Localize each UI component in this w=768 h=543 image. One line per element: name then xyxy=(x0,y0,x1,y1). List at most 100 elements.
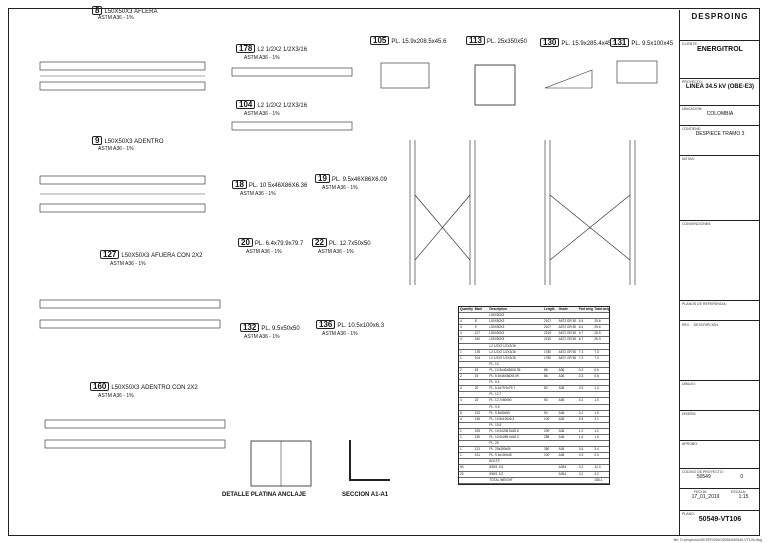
bom-cell: 4.2 xyxy=(594,471,599,476)
bom-cell: 0.2 xyxy=(578,465,584,470)
bom-cell xyxy=(558,459,578,464)
mark-104-drawing xyxy=(231,121,353,131)
bom-cell: 2215 xyxy=(543,331,552,336)
bom-cell: PL. 10.5x100x6.3 xyxy=(489,416,515,421)
bom-cell: A36 xyxy=(558,398,565,403)
mark-127-drawing xyxy=(39,299,221,329)
bom-cell: 18 xyxy=(474,367,479,372)
bom-header: Quantity Mark Description Length Grade P… xyxy=(459,307,609,314)
bom-cell: A572 GR 50 xyxy=(558,319,577,324)
bom-cell: 50 xyxy=(543,398,548,403)
bom-cell xyxy=(578,423,594,428)
bom-cell xyxy=(558,344,578,349)
bom-cell: 80 xyxy=(543,386,548,391)
bom-cell: 50 xyxy=(543,410,548,415)
mark-8-spec: ASTM A36 - 1% xyxy=(98,15,134,21)
bom-cell: A572 GR 50 xyxy=(558,331,577,336)
mark-178-spec: ASTM A36 - 1% xyxy=(244,55,280,61)
bom-cell: 8 xyxy=(474,319,477,324)
bom-cell: PL. 12.7x50x50 xyxy=(489,398,512,403)
bom-cell xyxy=(474,465,489,470)
bom-cell: 4 xyxy=(460,386,462,391)
bom-cell: A36 xyxy=(558,453,565,458)
bom-cell xyxy=(474,472,489,477)
bom-cell: 2 xyxy=(460,374,462,379)
client-row: CLIENTE: ENERGITROL xyxy=(680,40,760,54)
bom-cell: L50X50X3 xyxy=(489,313,505,318)
detalle-platina-title: DETALLE PLATINA ANCLAJE xyxy=(222,492,306,498)
mark-131-drawing xyxy=(616,60,658,84)
bom-cell: 0.3 xyxy=(578,374,584,379)
mark-104-spec: ASTM A36 - 1% xyxy=(244,111,280,117)
design-row: DISEÑO: xyxy=(680,410,760,440)
bom-cell: L2 1/2X2 1/2X3/16 xyxy=(489,349,516,354)
bom-cell: A36 xyxy=(558,447,565,452)
bom-cell: PL. 9.5x46X86X6.09 xyxy=(489,374,519,379)
seccion-title: SECCION A1-A1 xyxy=(342,492,389,498)
bom-cell: 3.4 xyxy=(594,447,599,452)
bom-cell: 12.0 xyxy=(594,465,601,470)
bom-row: PL. 15.9 xyxy=(459,423,609,429)
bom-cell: 209 xyxy=(543,428,550,433)
bom-cell: PL. 6.4 xyxy=(489,380,500,385)
bom-cell xyxy=(474,344,489,349)
bom-cell: 25.6 xyxy=(594,325,601,330)
bom-cell xyxy=(593,441,609,446)
bom-cell: 1780 xyxy=(543,349,552,354)
bom-cell: PL. 10 xyxy=(489,361,499,366)
bom-cell: 25.6 xyxy=(594,319,601,324)
bom-cell: 4 xyxy=(460,331,462,336)
bom-cell xyxy=(543,392,558,397)
bom-cell xyxy=(459,392,474,397)
location-row: UBICACION: COLOMBIA xyxy=(680,105,760,118)
bom-cell: 136 xyxy=(474,416,481,421)
bom-cell: 4 xyxy=(460,416,462,421)
bom-cell xyxy=(578,392,594,397)
bom-cell: 105 xyxy=(474,428,481,433)
bom-cell: PL. 9.5 xyxy=(489,404,500,409)
bom-cell: 1.5 xyxy=(594,410,599,415)
bom-cell: 20 xyxy=(460,471,464,476)
bom-cell: 2.1 xyxy=(594,416,599,421)
bom-cell: L50X50X3 xyxy=(489,331,505,336)
mark-178-drawing xyxy=(231,67,353,77)
bom-cell: PL. 12.7 xyxy=(489,392,502,397)
bom-cell xyxy=(459,459,474,464)
bom-cell: 6.7 xyxy=(578,331,584,336)
bom-cell xyxy=(459,441,474,446)
bom-cell: 7.3 xyxy=(578,355,584,360)
bom-cell xyxy=(459,313,474,318)
bom-cell xyxy=(474,362,489,367)
bom-cell xyxy=(543,380,558,385)
mark-132-spec: ASTM A36 - 1% xyxy=(244,334,280,340)
bom-cell: L50X50X3 xyxy=(489,337,505,342)
bom-cell xyxy=(578,459,594,464)
bom-cell: 131 xyxy=(474,453,481,458)
bom-row: PL. 10 xyxy=(459,362,609,368)
bom-cell: L2 1/2X2 1/2X3/16 xyxy=(489,343,516,348)
bom-cell xyxy=(558,362,578,367)
bom-cell: 6.4 xyxy=(578,319,584,324)
tower-elevation-views xyxy=(409,140,636,285)
bom-cell xyxy=(558,478,578,483)
bom-cell: 4 xyxy=(460,337,462,342)
bom-cell: 127 xyxy=(474,331,481,336)
bom-cell: 60 xyxy=(460,465,464,470)
mark-136-spec: ASTM A36 - 1% xyxy=(322,331,358,337)
bom-cell xyxy=(578,362,594,367)
